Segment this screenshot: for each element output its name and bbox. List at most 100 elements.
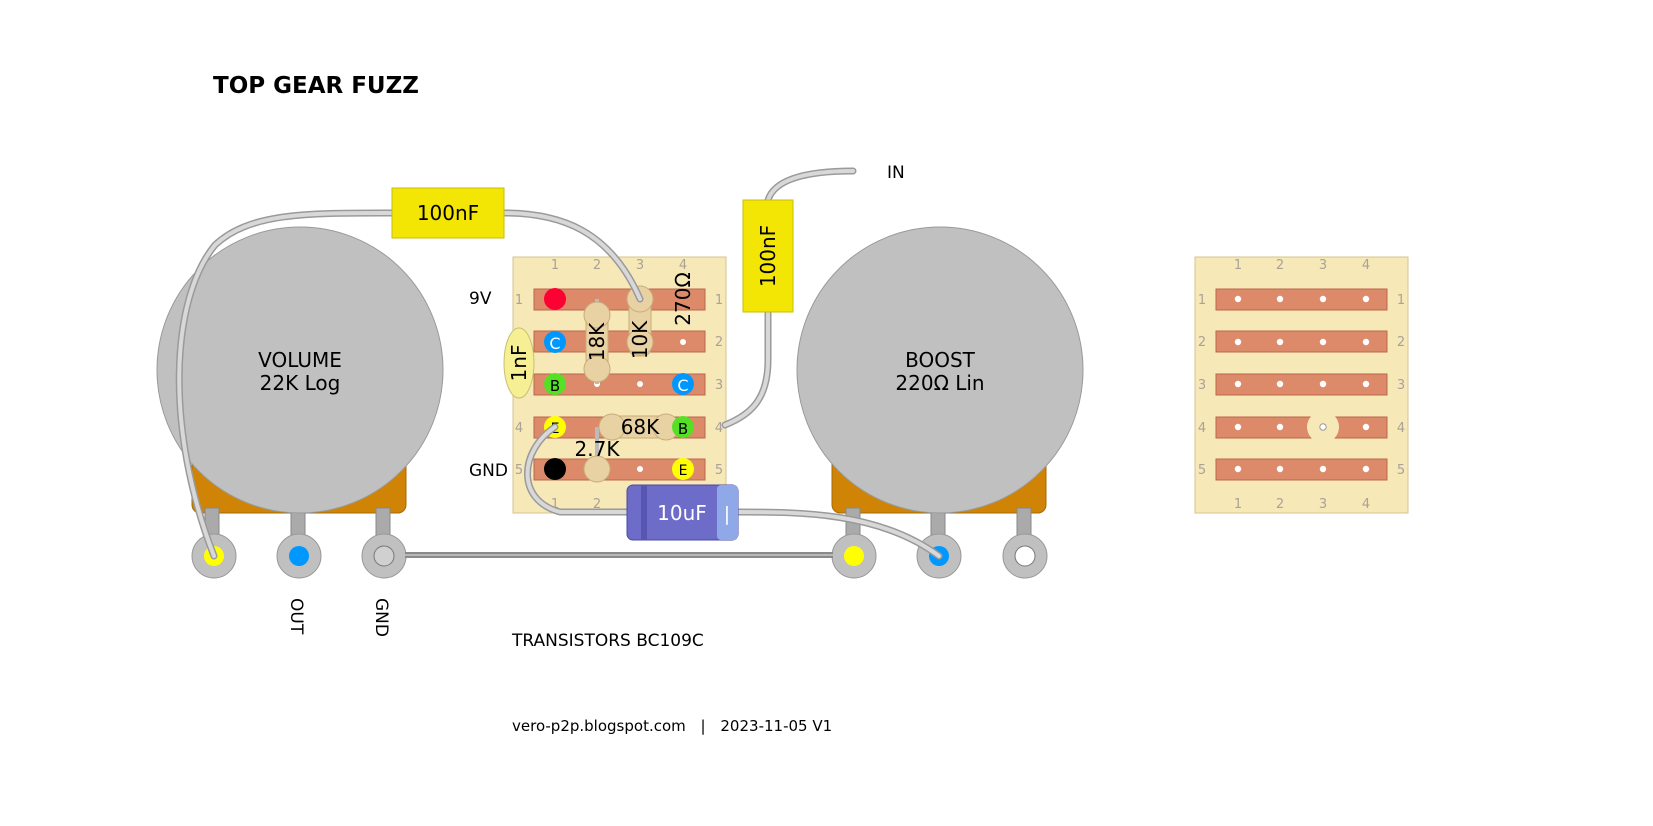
main-row-label: 5 xyxy=(515,463,523,478)
volume-pot: VOLUME 22K Log xyxy=(156,226,444,579)
board-hole xyxy=(1319,295,1327,303)
volume-pot-knob xyxy=(156,226,444,514)
pin-base-label: B xyxy=(678,420,688,438)
board-hole xyxy=(1319,465,1327,473)
cap-100nf-vertical: 100nF xyxy=(742,199,794,313)
layout-row-label-right: 4 xyxy=(1397,421,1405,436)
board-hole xyxy=(1276,380,1284,388)
board-hole xyxy=(1362,380,1370,388)
transistor-note: TRANSISTORS BC109C xyxy=(511,631,704,651)
board-hole xyxy=(1234,423,1242,431)
pad-q2-emitter xyxy=(672,458,694,480)
layout-strip-3 xyxy=(1215,373,1388,396)
pin-collector-label: C xyxy=(677,376,688,395)
layout-col-label: 4 xyxy=(1362,258,1370,273)
boost-pot-value: 220Ω Lin xyxy=(895,371,984,395)
layout-row-label: 3 xyxy=(1198,378,1206,393)
resistor-68k-label: 68K xyxy=(621,415,660,439)
layout-row-label-right: 3 xyxy=(1397,378,1405,393)
cap-10uf-polarity: | xyxy=(724,503,730,525)
resistor-18k-label: 18K xyxy=(585,322,609,361)
layout-row-label-right: 1 xyxy=(1397,293,1405,308)
pin-collector-label: C xyxy=(549,334,560,353)
board-hole xyxy=(1319,380,1327,388)
board-hole xyxy=(1234,465,1242,473)
layout-col-label: 1 xyxy=(1234,258,1242,273)
board-hole xyxy=(1362,423,1370,431)
layout-strip-1 xyxy=(1215,288,1388,311)
layout-strip-4 xyxy=(1215,416,1388,439)
resistor-68k: 68K xyxy=(598,413,680,441)
cap-100nf-top-label: 100nF xyxy=(417,201,479,225)
strip-row-2 xyxy=(533,330,706,353)
board-hole xyxy=(1234,380,1242,388)
footer: vero-p2p.blogspot.com | 2023-11-05 V1 xyxy=(512,717,832,735)
pad-q1-base xyxy=(544,373,566,395)
board-hole xyxy=(1362,295,1370,303)
cap-1nf-label: 1nF xyxy=(507,345,531,382)
resistor-2-7k-label: 2.7K xyxy=(575,437,621,461)
resistor-18k: 18K xyxy=(583,299,611,384)
footer-site: vero-p2p.blogspot.com xyxy=(512,717,686,735)
board-hole xyxy=(1234,338,1242,346)
board-hole xyxy=(1276,465,1284,473)
boost-pot-name: BOOST xyxy=(905,348,976,372)
vero-board-layout: 1 2 3 4 1 2 3 4 1 2 3 4 5 1 2 3 4 5 xyxy=(1194,256,1409,514)
layout-col-label-bottom: 2 xyxy=(1276,497,1284,512)
input-label: IN xyxy=(887,163,905,183)
pad-q2-collector xyxy=(672,373,694,395)
pad-q1-collector xyxy=(544,331,566,353)
footer-date: 2023-11-05 V1 xyxy=(720,717,832,735)
pad-gnd xyxy=(544,458,566,480)
boost-pot: BOOST 220Ω Lin xyxy=(796,226,1084,579)
pin-base-label: B xyxy=(550,377,560,395)
layout-row-label-right: 2 xyxy=(1397,335,1405,350)
strip-row-5 xyxy=(533,458,706,481)
footer-separator: | xyxy=(701,717,706,735)
cap-100nf-top: 100nF xyxy=(391,187,505,239)
strip-row-1 xyxy=(533,288,706,311)
layout-col-label: 2 xyxy=(1276,258,1284,273)
main-row-label-right: 1 xyxy=(715,293,723,308)
gnd-jack-label: GND xyxy=(371,598,391,637)
cap-10uf: 10uF | xyxy=(626,484,739,541)
board-hole xyxy=(1319,423,1327,431)
main-col-label: 2 xyxy=(593,258,601,273)
layout-col-label-bottom: 1 xyxy=(1234,497,1242,512)
main-row-label-right: 5 xyxy=(715,463,723,478)
boost-lug-3-pad xyxy=(1014,545,1036,567)
boost-lug-1-pad xyxy=(844,546,864,566)
strip-row-3 xyxy=(533,373,706,396)
boost-pot-knob xyxy=(796,226,1084,514)
layout-strip-5 xyxy=(1215,458,1388,481)
layout-row-label: 2 xyxy=(1198,335,1206,350)
volume-lug-2-pad xyxy=(289,546,309,566)
cap-10uf-label: 10uF xyxy=(657,501,707,525)
label-9v: 9V xyxy=(469,289,492,309)
board-hole xyxy=(1362,465,1370,473)
main-col-label-bottom: 2 xyxy=(593,497,601,512)
volume-lug-3-pad xyxy=(373,545,395,567)
main-row-label-right: 2 xyxy=(715,335,723,350)
main-row-label: 1 xyxy=(515,293,523,308)
cap-100nf-vertical-label: 100nF xyxy=(756,225,780,287)
pin-emitter-label: E xyxy=(679,463,688,479)
pad-q2-base xyxy=(672,416,694,438)
board-hole xyxy=(1276,295,1284,303)
layout-row-label-right: 5 xyxy=(1397,463,1405,478)
layout-strip-2 xyxy=(1215,330,1388,353)
cap-1nf: 1nF xyxy=(503,327,535,399)
layout-col-label-bottom: 4 xyxy=(1362,497,1370,512)
board-hole xyxy=(1276,423,1284,431)
layout-col-label-bottom: 3 xyxy=(1319,497,1327,512)
main-row-label-right: 3 xyxy=(715,378,723,393)
pad-9v xyxy=(544,288,566,310)
volume-pot-value: 22K Log xyxy=(260,371,341,395)
main-row-label: 4 xyxy=(515,421,523,436)
board-hole xyxy=(1276,338,1284,346)
out-label: OUT xyxy=(286,598,306,635)
resistor-270-label: 270Ω xyxy=(671,272,695,325)
main-col-label: 3 xyxy=(636,258,644,273)
main-col-label: 4 xyxy=(679,258,687,273)
